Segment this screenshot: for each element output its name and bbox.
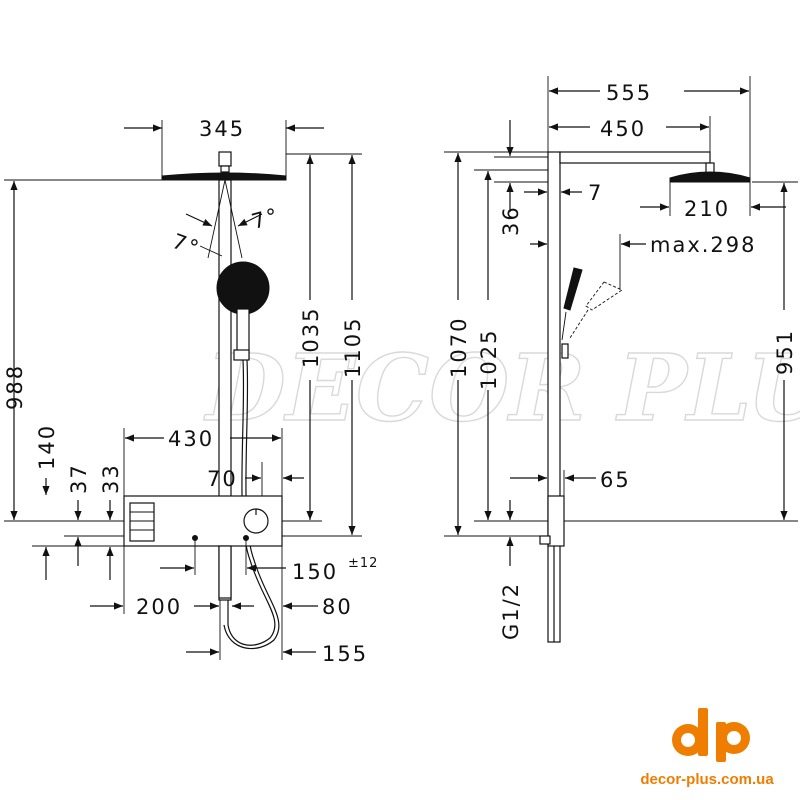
dim-70: 70 bbox=[207, 467, 238, 491]
side-hand-shower bbox=[561, 267, 623, 341]
dim-150: 150 bbox=[292, 560, 338, 584]
dim-7: 7 bbox=[588, 181, 603, 205]
dim-33: 33 bbox=[99, 463, 123, 494]
dim-7deg-left: 7° bbox=[169, 229, 203, 261]
dim-37: 37 bbox=[67, 463, 91, 494]
front-overhead-shower bbox=[161, 151, 287, 181]
side-shower-arm bbox=[559, 151, 711, 164]
side-thermostat bbox=[539, 495, 565, 642]
dim-988: 988 bbox=[3, 364, 27, 410]
dim-1070: 1070 bbox=[447, 317, 471, 378]
dim-max298: max.298 bbox=[650, 233, 757, 257]
side-overhead-shower bbox=[669, 171, 751, 183]
watermark: DECOR PLUS bbox=[203, 334, 800, 442]
dim-80: 80 bbox=[322, 595, 353, 619]
dim-36: 36 bbox=[499, 205, 523, 236]
dim-1035: 1035 bbox=[299, 307, 323, 368]
dim-555: 555 bbox=[606, 81, 652, 105]
dim-155: 155 bbox=[322, 642, 368, 666]
front-hose bbox=[227, 359, 276, 646]
dim-65: 65 bbox=[600, 468, 631, 492]
dim-450: 450 bbox=[600, 117, 646, 141]
dim-1025: 1025 bbox=[477, 329, 501, 390]
front-view: 345 7° 7° 988 1035 1105 430 bbox=[3, 117, 378, 666]
dim-140: 140 bbox=[35, 424, 59, 470]
website-text: decor-plus.com.ua bbox=[640, 771, 774, 788]
front-hand-shower bbox=[216, 261, 270, 361]
dim-150-tolerance: ±12 bbox=[348, 556, 378, 571]
dim-7deg-right: 7° bbox=[249, 203, 282, 234]
dim-g12: G1/2 bbox=[499, 582, 523, 640]
dim-345: 345 bbox=[199, 117, 245, 141]
dim-430: 430 bbox=[168, 427, 214, 451]
dim-210: 210 bbox=[684, 197, 730, 221]
dim-1105: 1105 bbox=[341, 317, 365, 378]
front-thermostat bbox=[123, 495, 283, 599]
dp-logo bbox=[672, 708, 750, 762]
dim-951: 951 bbox=[773, 329, 797, 375]
side-view: 555 450 7 36 210 max.298 1070 bbox=[444, 76, 798, 643]
dim-200: 200 bbox=[136, 595, 182, 619]
